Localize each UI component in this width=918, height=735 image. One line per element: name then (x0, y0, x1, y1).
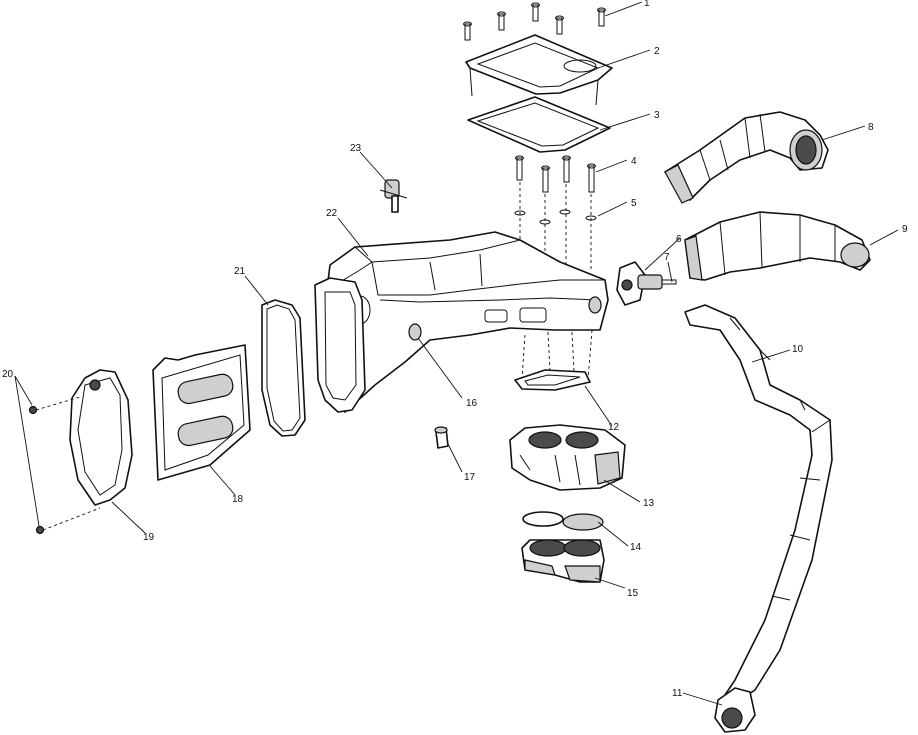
long-bolts-and-washers (514, 155, 597, 285)
drain-plug (434, 426, 449, 449)
callout-15: 15 (627, 588, 639, 599)
callout-7: 7 (664, 252, 670, 263)
callout-5: 5 (631, 198, 637, 209)
grommet (408, 323, 422, 341)
airbox-opening-frame (314, 277, 366, 413)
filter-cover (69, 369, 133, 506)
callout-22: 22 (326, 208, 338, 219)
leader-lines (14, 1, 899, 706)
callout-20: 20 (2, 369, 14, 380)
callout-18: 18 (232, 494, 244, 505)
cover-screws (463, 2, 606, 41)
callout-4: 4 (631, 156, 637, 167)
callout-3: 3 (654, 110, 660, 121)
callout-14: 14 (630, 542, 642, 553)
callout-13: 13 (643, 498, 655, 509)
intake-duct-upper (664, 111, 829, 204)
callout-9: 9 (902, 224, 908, 235)
filter-gasket (261, 299, 306, 437)
hose-end-fitting (714, 687, 756, 733)
callout-23: 23 (350, 143, 362, 154)
callout-labels: 1 2 3 4 5 6 7 8 9 10 11 12 13 14 15 16 1… (2, 0, 908, 699)
callout-11: 11 (672, 688, 683, 699)
airbox-cover (465, 34, 613, 106)
callout-12: 12 (608, 422, 620, 433)
filter-cover-screws (28, 396, 101, 535)
callout-17: 17 (464, 472, 476, 483)
callout-10: 10 (792, 344, 804, 355)
sensor (379, 179, 408, 213)
callout-2: 2 (654, 46, 660, 57)
o-rings (522, 511, 604, 531)
callout-21: 21 (234, 266, 246, 277)
cover-gasket (467, 96, 611, 153)
vent-hose (684, 304, 833, 701)
callout-1: 1 (644, 0, 650, 9)
callout-6: 6 (676, 234, 682, 245)
valve-assembly (616, 261, 677, 306)
intake-boot (521, 539, 605, 583)
throttle-body (509, 424, 626, 491)
intake-duct-lower (684, 211, 871, 281)
boot-gasket (514, 329, 593, 391)
callout-8: 8 (868, 122, 874, 133)
air-filter (152, 344, 251, 481)
callout-19: 19 (143, 532, 155, 543)
callout-16: 16 (466, 398, 478, 409)
